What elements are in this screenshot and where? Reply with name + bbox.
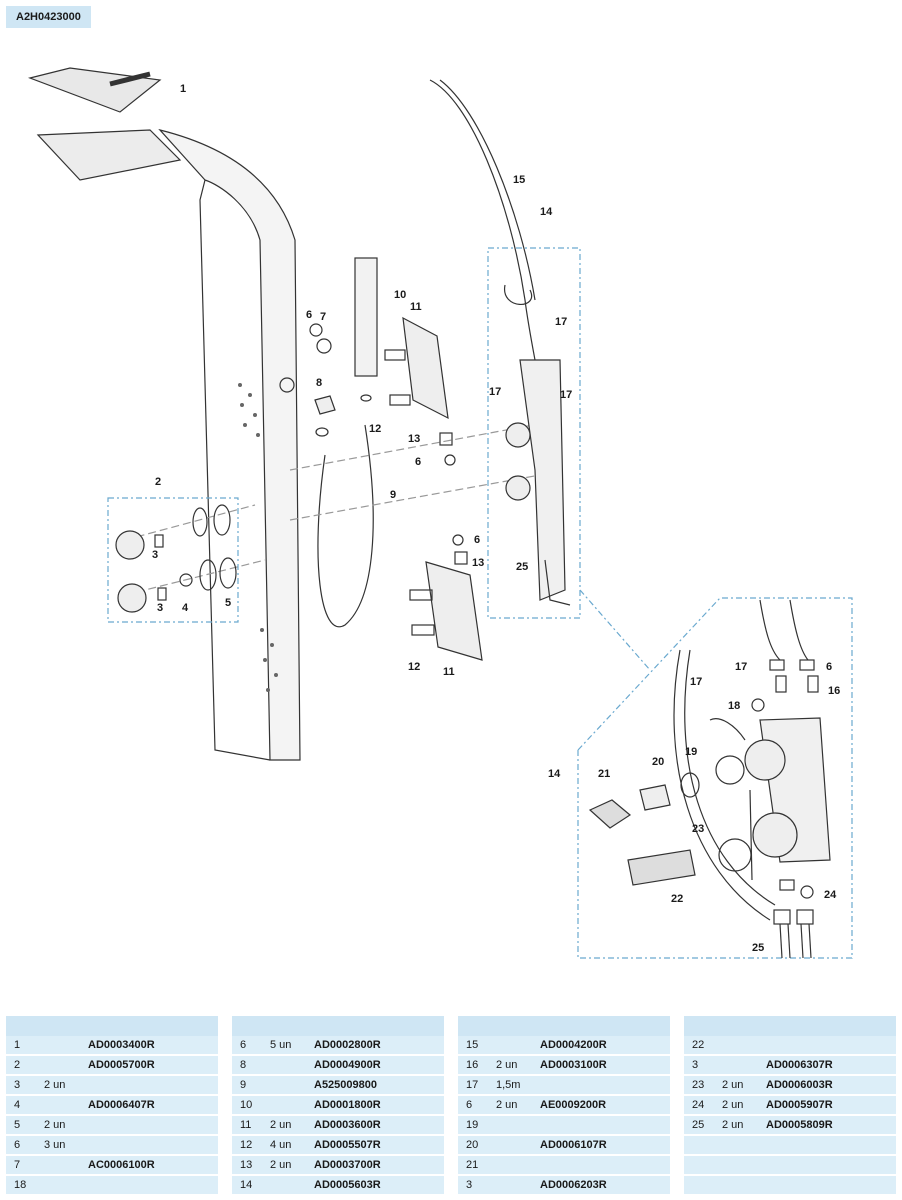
callout: 24 [824,889,837,901]
callout: 7 [320,311,326,323]
callout: 17 [560,389,572,401]
callout: 8 [316,377,322,389]
callout: 1 [180,83,186,95]
callout: 20 [652,756,664,768]
callout: 25 [752,942,764,954]
callout: 22 [671,893,683,905]
callout: 19 [685,746,697,758]
callout: 11 [410,301,422,313]
callout: 13 [472,557,484,569]
table-row: 18 [6,1175,218,1196]
callout: 3 [157,602,163,614]
table-row: 19 [458,1115,670,1136]
shower-panel-part [158,128,301,761]
callout: 6 [826,661,832,673]
callout: 12 [369,423,381,435]
table-row [684,1155,896,1176]
callout-labels: 1 2 3 3 4 5 6 6 6 6 7 8 9 10 11 11 12 12… [152,83,840,954]
hose-part [317,424,374,628]
model-code-label: A2H0423000 [6,6,91,28]
callout: 9 [390,489,396,501]
callout: 3 [152,549,158,561]
callout: 23 [692,823,704,835]
table-row: 22 [684,1036,896,1056]
table-row: 21 [458,1155,670,1176]
callout: 18 [728,700,740,712]
callout: 5 [225,597,231,609]
callout: 14 [548,768,561,780]
hand-shower-part [354,257,378,377]
callout: 4 [182,602,189,614]
callout: 6 [306,309,312,321]
group-14-outline [487,247,581,619]
callout: 2 [155,476,161,488]
callout: 13 [408,433,420,445]
callout: 16 [828,685,840,697]
callout: 15 [513,174,525,186]
callout: 17 [735,661,747,673]
callout: 21 [598,768,610,780]
callout: 11 [443,666,455,678]
callout: 17 [690,676,702,688]
group-2-outline [107,497,239,623]
callout: 14 [540,206,553,218]
exploded-parts-diagram: 1 2 3 3 4 5 6 6 6 6 7 8 9 10 11 11 12 12… [27,67,853,959]
callout: 10 [394,289,406,301]
table-row [684,1135,896,1156]
shower-head-part [36,129,182,181]
callout: 17 [489,386,501,398]
detail-14-outline [577,597,853,959]
callout: 25 [516,561,528,573]
callout: 6 [415,456,421,468]
table-row [684,1175,896,1196]
callout: 12 [408,661,420,673]
callout: 6 [474,534,480,546]
callout: 17 [555,316,567,328]
